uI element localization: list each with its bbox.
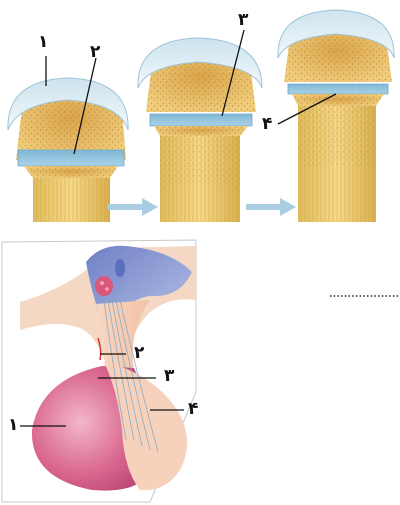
bone-stage-2	[138, 38, 262, 222]
bottom-label-3: ۳	[164, 368, 174, 385]
arrow-stage-1-to-2	[108, 198, 158, 216]
arrow-stage-2-to-3	[246, 198, 296, 216]
top-label-3: ۳	[238, 12, 248, 29]
bottom-label-4: ۴	[188, 401, 198, 418]
bottom-label-1: ۱	[8, 417, 18, 434]
top-label-1: ۱	[38, 34, 48, 51]
bottom-label-2: ۲	[134, 345, 144, 362]
bone-stage-3	[278, 10, 394, 222]
bone-stage-1	[8, 78, 128, 222]
top-label-2: ۲	[90, 44, 100, 61]
top-label-4: ۴	[262, 116, 272, 133]
